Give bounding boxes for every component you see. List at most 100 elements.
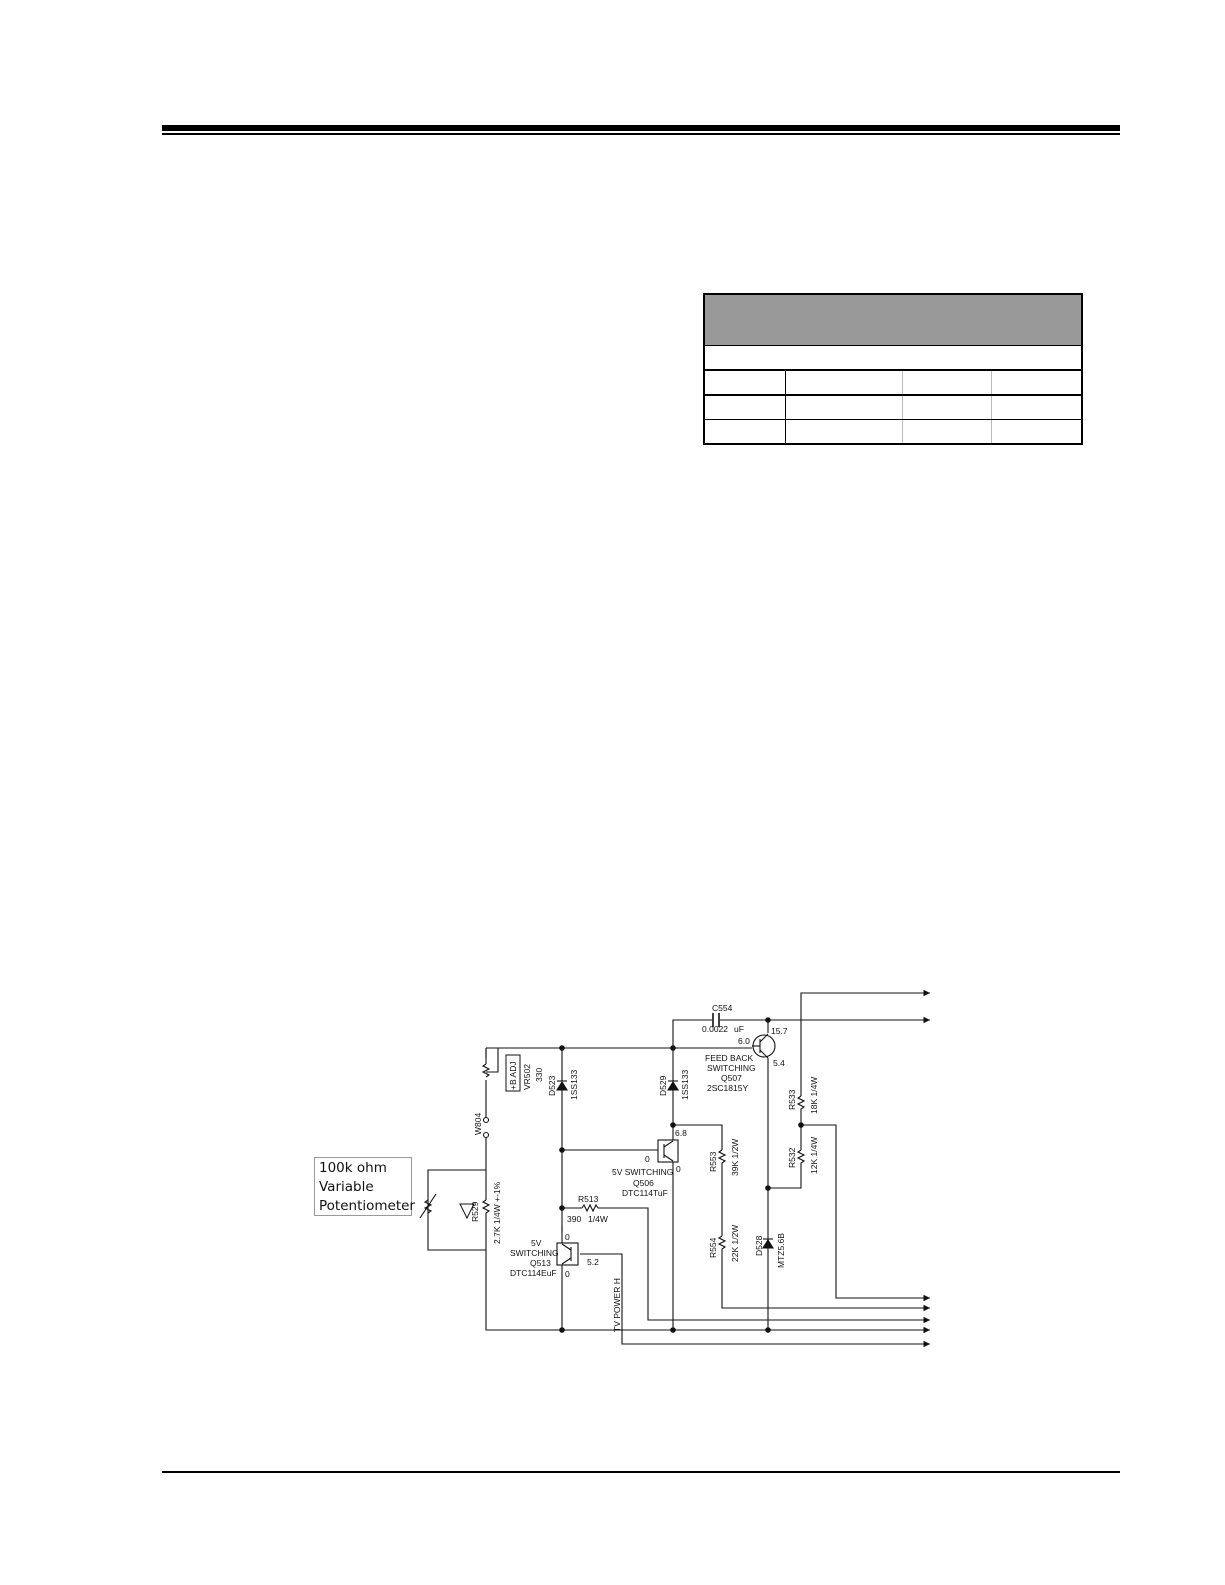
table-cell	[902, 394, 992, 420]
callout-line-1: 100k ohm	[319, 1160, 387, 1176]
q513-title-1: 5V	[531, 1238, 542, 1248]
c554-ref-label: C554	[712, 1003, 733, 1013]
output-line-1	[800, 989, 930, 1096]
d528-zener-symbol	[762, 1238, 774, 1249]
table-row	[703, 394, 1083, 420]
junction-dot	[798, 1122, 804, 1128]
potentiometer-arrow	[419, 1193, 437, 1219]
junction-dot	[559, 1045, 565, 1051]
spec-table	[703, 293, 1083, 445]
callout-line-3: Potentiometer	[319, 1198, 415, 1214]
junction-dot	[559, 1327, 565, 1333]
d529-part-label: 1SS133	[680, 1069, 690, 1100]
r532-resistor-symbol	[796, 1149, 806, 1166]
r553-value-label: 39K 1/2W	[730, 1139, 740, 1176]
footer-rule	[162, 1471, 1120, 1473]
q507-title-2: SWITCHING	[707, 1063, 756, 1073]
q507-title-1: FEED BACK	[705, 1053, 754, 1063]
q513-collector-voltage: 5.2	[587, 1257, 599, 1267]
junction-dot	[559, 1205, 565, 1211]
r529-ref-label: R529	[470, 1201, 480, 1222]
r553-top-wire	[673, 1124, 723, 1150]
table-cell	[991, 394, 1083, 420]
d523-diode-symbol	[556, 1080, 568, 1091]
r553-ref-label: R553	[708, 1151, 718, 1172]
d523-part-label: 1SS133	[569, 1069, 579, 1100]
spec-table-header	[704, 294, 1082, 346]
r533-ref-label: R533	[787, 1089, 797, 1110]
r529-resistor-symbol	[481, 1199, 491, 1218]
junction-dot	[559, 1147, 565, 1153]
vr502-value-label: 330	[534, 1068, 544, 1082]
vr502-wiper	[485, 1048, 499, 1073]
output-line-5	[562, 1207, 930, 1320]
r532-value-label: 12K 1/4W	[809, 1137, 819, 1174]
r513-value-label: 390	[567, 1214, 581, 1224]
d528-ref-label: D528	[754, 1235, 764, 1256]
q507-part-label: 2SC1815Y	[707, 1083, 748, 1093]
safety-warning-icon	[459, 1203, 475, 1220]
junction-dot	[765, 1185, 771, 1191]
r554-ref-label: R554	[708, 1237, 718, 1258]
vr502-box-label: +B ADJ	[508, 1061, 518, 1090]
q506-emitter-voltage: 0	[676, 1164, 681, 1174]
c554-wire-left	[672, 1019, 712, 1048]
w804-ref-label: W804	[473, 1113, 483, 1135]
table-cell	[902, 419, 992, 445]
potentiometer-callout: 100k ohm Variable Potentiometer	[314, 1157, 415, 1216]
r513-ref-label: R513	[578, 1194, 599, 1204]
q513-transistor-symbol	[556, 1242, 579, 1266]
q513-ref-label: Q513	[530, 1258, 551, 1268]
r529-value-label: 2.7K 1/4W +-1%	[492, 1181, 502, 1244]
q507-collector-voltage: 15.7	[771, 1026, 788, 1036]
table-row	[703, 419, 1083, 445]
r532-ref-label: R532	[787, 1147, 797, 1168]
q513-part-label: DTC114EuF	[510, 1268, 557, 1278]
vr502-resistor-symbol	[481, 1063, 491, 1078]
table-cell	[902, 369, 992, 396]
q506-title: 5V SWITCHING	[612, 1167, 673, 1177]
q513-title-2: SWITCHING	[510, 1248, 559, 1258]
callout-line-2: Variable	[319, 1179, 374, 1195]
q507-transistor-symbol	[752, 1033, 776, 1059]
r513-resistor-symbol	[581, 1203, 599, 1213]
q506-base-voltage: 0	[645, 1154, 650, 1164]
d529-diode-symbol	[667, 1080, 679, 1091]
vr502-ref-label: VR502	[522, 1064, 532, 1090]
table-row	[703, 369, 1083, 396]
r533-value-label: 18K 1/4W	[809, 1077, 819, 1114]
q506-ref-label: Q506	[633, 1178, 654, 1188]
junction-dot	[765, 1327, 771, 1333]
table-cell	[703, 369, 786, 396]
q513-emitter-voltage: 0	[565, 1269, 570, 1279]
q506-transistor-symbol	[657, 1139, 679, 1163]
spec-table-header-cell	[704, 294, 1082, 346]
q507-ref-label: Q507	[721, 1073, 742, 1083]
q513-base-voltage: 0	[565, 1232, 570, 1242]
junction-dot	[765, 1017, 771, 1023]
r532-bottom-wire	[768, 1166, 802, 1189]
d528-part-label: MTZ5.6B	[776, 1233, 786, 1268]
table-cell	[991, 419, 1083, 445]
table-cell	[785, 394, 903, 420]
r554-resistor-symbol	[717, 1235, 727, 1252]
c554-unit-label: uF	[734, 1024, 744, 1034]
q507-base-voltage: 6.0	[738, 1036, 750, 1046]
r553-resistor-symbol	[717, 1149, 727, 1166]
output-line-3	[801, 1124, 930, 1302]
junction-dot	[670, 1045, 676, 1051]
table-cell	[991, 369, 1083, 396]
output-line-4	[721, 1252, 930, 1312]
tv-power-label: TV POWER H	[612, 1278, 622, 1332]
junction-dot	[670, 1122, 676, 1128]
c554-value-label: 0.0022	[702, 1024, 728, 1034]
d523-ref-label: D523	[547, 1075, 557, 1096]
table-cell	[785, 419, 903, 445]
r513-rating-label: 1/4W	[588, 1214, 608, 1224]
d529-ref-label: D529	[658, 1075, 668, 1096]
w804-jumper-symbol	[482, 1116, 490, 1139]
q507-emitter-voltage: 5.4	[773, 1058, 785, 1068]
r554-value-label: 22K 1/2W	[730, 1225, 740, 1262]
table-cell	[703, 394, 786, 420]
